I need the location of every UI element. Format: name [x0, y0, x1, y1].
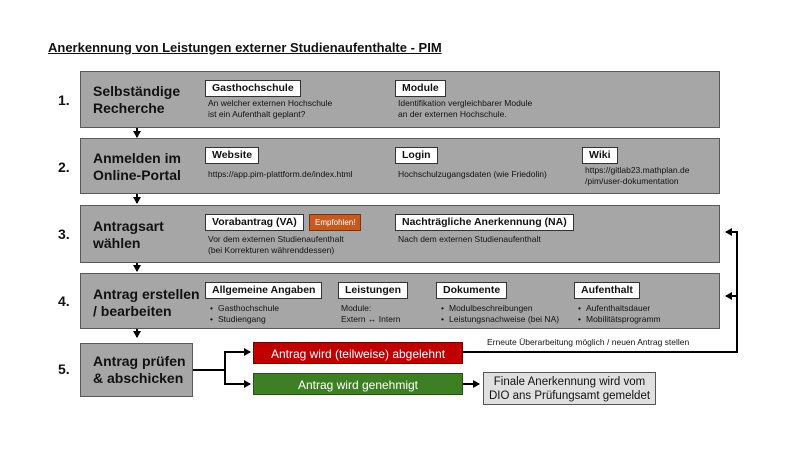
desc-login: Hochschulzugangsdaten (wie Friedolin) [398, 169, 547, 179]
tag-leistungen: Leistungen [338, 282, 409, 299]
rejected-note: Erneute Überarbeitung möglich / neuen An… [487, 337, 690, 347]
step-4-number: 4. [58, 293, 70, 309]
tag-vorabantrag: Vorabantrag (VA) [205, 214, 304, 231]
tag-wiki: Wiki [582, 147, 618, 164]
loop-back-arrow [463, 228, 738, 353]
step-5-box: Antrag prüfen& abschicken [80, 343, 193, 397]
desc-nachtraegliche-anerkennung: Nach dem externen Studienaufenthalt [398, 234, 541, 244]
list-dokumente: ModulbeschreibungenLeistungsnachweise (b… [441, 303, 559, 325]
desc-vorabantrag: Vor dem externen Studienaufenthalt(bei K… [208, 234, 344, 255]
desc-wiki: https://gitlab23.mathplan.de/pim/user-do… [585, 165, 690, 186]
page-title: Anerkennung von Leistungen externer Stud… [48, 40, 442, 55]
tag-dokumente: Dokumente [436, 282, 508, 299]
list-allgemeine-angaben: GasthochschuleStudiengang [210, 303, 279, 325]
desc-leistungen: Module:Extern ↔ Intern [341, 303, 401, 324]
tag-module: Module [395, 80, 446, 97]
step-2-number: 2. [58, 159, 70, 175]
list-aufenthalt: AufenthaltsdauerMobilitätsprogramm [578, 303, 661, 325]
tag-aufenthalt: Aufenthalt [574, 282, 640, 299]
recommended-badge: Empfohlen! [309, 214, 362, 231]
step-4-box: Antrag erstellen/ bearbeiten Allgemeine … [80, 273, 720, 329]
approved-outcome: Antrag wird genehmigt [253, 373, 463, 395]
tag-login: Login [395, 147, 438, 164]
tag-allgemeine-angaben: Allgemeine Angaben [205, 282, 323, 299]
arrow-to-approved [224, 370, 251, 388]
step-1-number: 1. [58, 92, 70, 108]
rejected-outcome: Antrag wird (teilweise) abgelehnt [253, 342, 463, 364]
tag-gasthochschule: Gasthochschule [205, 80, 301, 97]
tag-nachtraegliche-anerkennung: Nachträgliche Anerkennung (NA) [395, 214, 574, 231]
desc-website: https://app.pim-plattform.de/index.html [208, 169, 353, 179]
arrow-to-rejected [193, 348, 251, 371]
step-5-title: Antrag prüfen& abschicken [93, 353, 186, 386]
step-5-number: 5. [58, 361, 70, 377]
step-4-title: Antrag erstellen/ bearbeiten [93, 286, 200, 319]
step-3-number: 3. [58, 226, 70, 242]
tag-website: Website [205, 147, 260, 164]
